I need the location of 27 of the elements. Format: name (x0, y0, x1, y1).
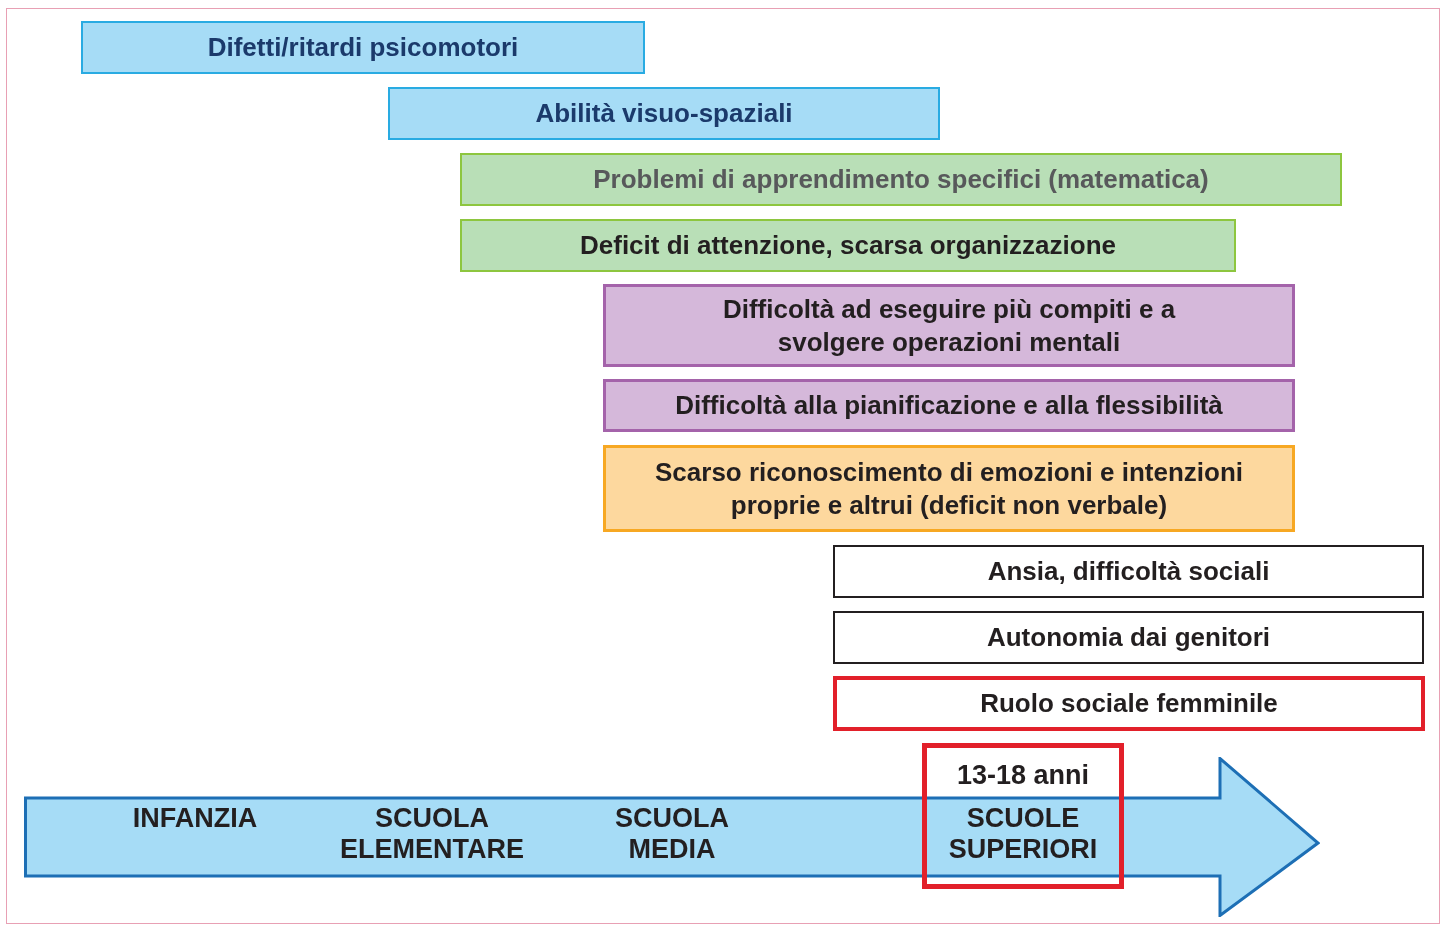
symptom-bar (460, 153, 1342, 206)
symptom-bar (833, 676, 1425, 731)
bar-label: Ruolo sociale femminile (980, 687, 1278, 720)
highlight-frame (922, 743, 1124, 889)
stage-label: SCUOLA MEDIA (614, 803, 730, 866)
symptom-bar (833, 545, 1424, 598)
bar-label: Difetti/ritardi psicomotori (207, 31, 519, 64)
symptom-bar (603, 379, 1295, 432)
symptom-bar (388, 87, 940, 140)
bar-label: Autonomia dai genitori (986, 621, 1271, 654)
bar-label: Deficit di attenzione, scarsa organizzazione (580, 229, 1116, 262)
stage-label: SCUOLA ELEMENTARE (339, 803, 525, 866)
bar-label: Abilità visuo-spaziali (535, 97, 793, 130)
age-label: 13-18 anni (955, 760, 1091, 791)
symptom-bar (833, 611, 1424, 664)
bar-label: Difficoltà ad eseguire più compiti e a svolgere operazioni mentali (721, 293, 1177, 358)
timeline-arrow (24, 757, 1320, 917)
stage-label: INFANZIA (131, 803, 259, 835)
symptom-bar (81, 21, 645, 74)
symptom-bar (603, 445, 1295, 532)
bar-label: Problemi di apprendimento specifici (matematica) (593, 163, 1209, 196)
bar-label: Difficoltà alla pianificazione e alla flessibilità (675, 389, 1223, 422)
bar-label: Ansia, difficoltà sociali (987, 555, 1270, 588)
bar-label: Scarso riconoscimento di emozioni e intenzioni proprie e altrui (deficit non verbale) (654, 456, 1244, 521)
stage-label: SCUOLE SUPERIORI (947, 803, 1099, 866)
symptom-bar (603, 284, 1295, 367)
symptom-bar (460, 219, 1236, 272)
